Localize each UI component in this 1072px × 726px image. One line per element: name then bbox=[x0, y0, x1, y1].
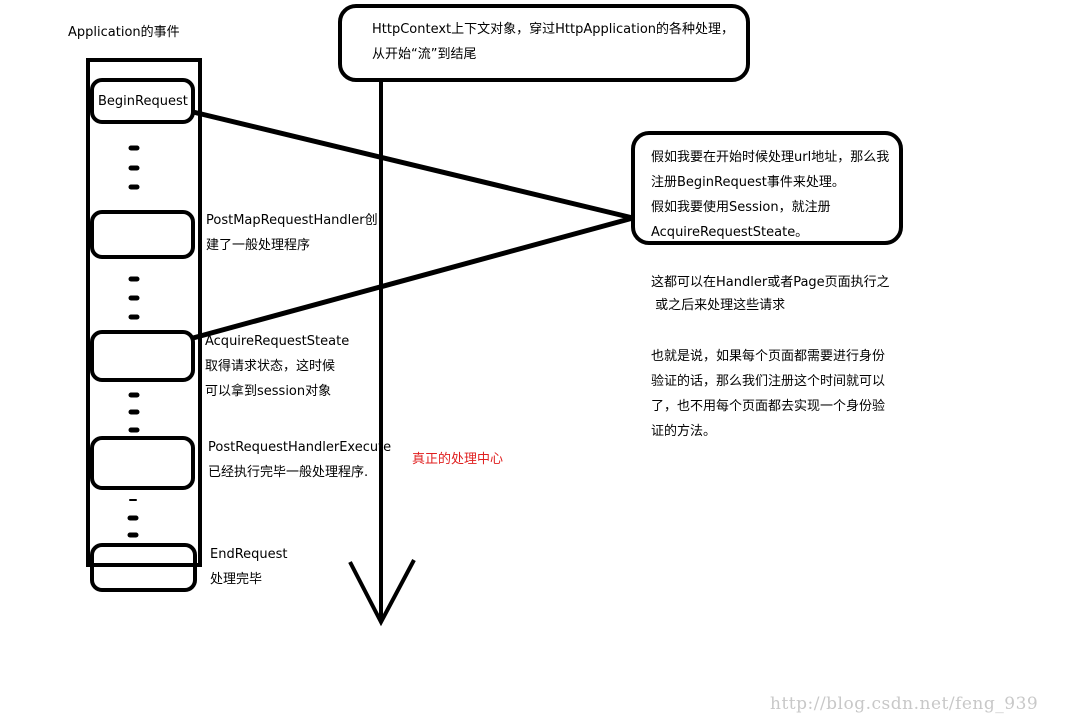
flow-box-line1: HttpContext上下文对象，穿过HttpApplication的各种处理， bbox=[372, 22, 735, 37]
note-text-line5: 了，也不用每个页面都去实现一个身份验 bbox=[651, 399, 886, 414]
event-box-post-map bbox=[90, 210, 195, 259]
event-label-begin-request: BeginRequest bbox=[98, 94, 188, 109]
note-text-line2: 或之后来处理这些请求 bbox=[651, 298, 786, 313]
diagram-title: Application的事件 bbox=[68, 25, 180, 40]
event-label-end-1: EndRequest bbox=[210, 547, 288, 562]
event-label-post-exec-2: 已经执行完毕一般处理程序. bbox=[208, 465, 369, 480]
event-box-end-request bbox=[90, 543, 197, 592]
pipeline-column bbox=[86, 58, 202, 567]
note-text-line3: 也就是说，如果每个页面都需要进行身份 bbox=[651, 349, 886, 364]
note-text-line1: 这都可以在Handler或者Page页面执行之 bbox=[651, 275, 890, 290]
note-text-line4: 验证的话，那么我们注册这个时间就可以 bbox=[651, 374, 886, 389]
event-label-acquire-1: AcquireRequestSteate bbox=[205, 334, 350, 349]
event-label-end-2: 处理完毕 bbox=[210, 572, 263, 587]
event-label-post-exec-1: PostRequestHandlerExecute bbox=[208, 440, 392, 455]
watermark: http://blog.csdn.net/feng_939 bbox=[770, 694, 1039, 714]
note-box-line3: 假如我要使用Session，就注册 bbox=[651, 200, 831, 215]
flow-box bbox=[338, 4, 750, 82]
note-box-line1: 假如我要在开始时候处理url地址，那么我 bbox=[651, 150, 890, 165]
note-box-line2: 注册BeginRequest事件来处理。 bbox=[651, 175, 845, 190]
event-label-post-map-1: PostMapRequestHandler创 bbox=[206, 213, 378, 228]
event-box-post-execute bbox=[90, 436, 195, 490]
flow-box-line2: 从开始“流”到结尾 bbox=[372, 47, 477, 62]
center-label: 真正的处理中心 bbox=[412, 452, 504, 467]
event-label-acquire-2: 取得请求状态，这时候 bbox=[205, 359, 336, 374]
note-text-line6: 证的方法。 bbox=[651, 424, 717, 439]
connector-begin-request bbox=[192, 109, 634, 221]
note-box-line4: AcquireRequestSteate。 bbox=[651, 225, 809, 240]
ellipsis-dots bbox=[127, 145, 140, 538]
event-label-post-map-2: 建了一般处理程序 bbox=[206, 238, 311, 253]
event-label-acquire-3: 可以拿到session对象 bbox=[205, 384, 332, 399]
note-box bbox=[631, 131, 903, 245]
event-box-acquire-state bbox=[90, 330, 195, 382]
event-box-begin-request bbox=[90, 78, 195, 124]
connector-acquire-state bbox=[192, 215, 634, 341]
flow-arrow-head bbox=[348, 559, 416, 627]
